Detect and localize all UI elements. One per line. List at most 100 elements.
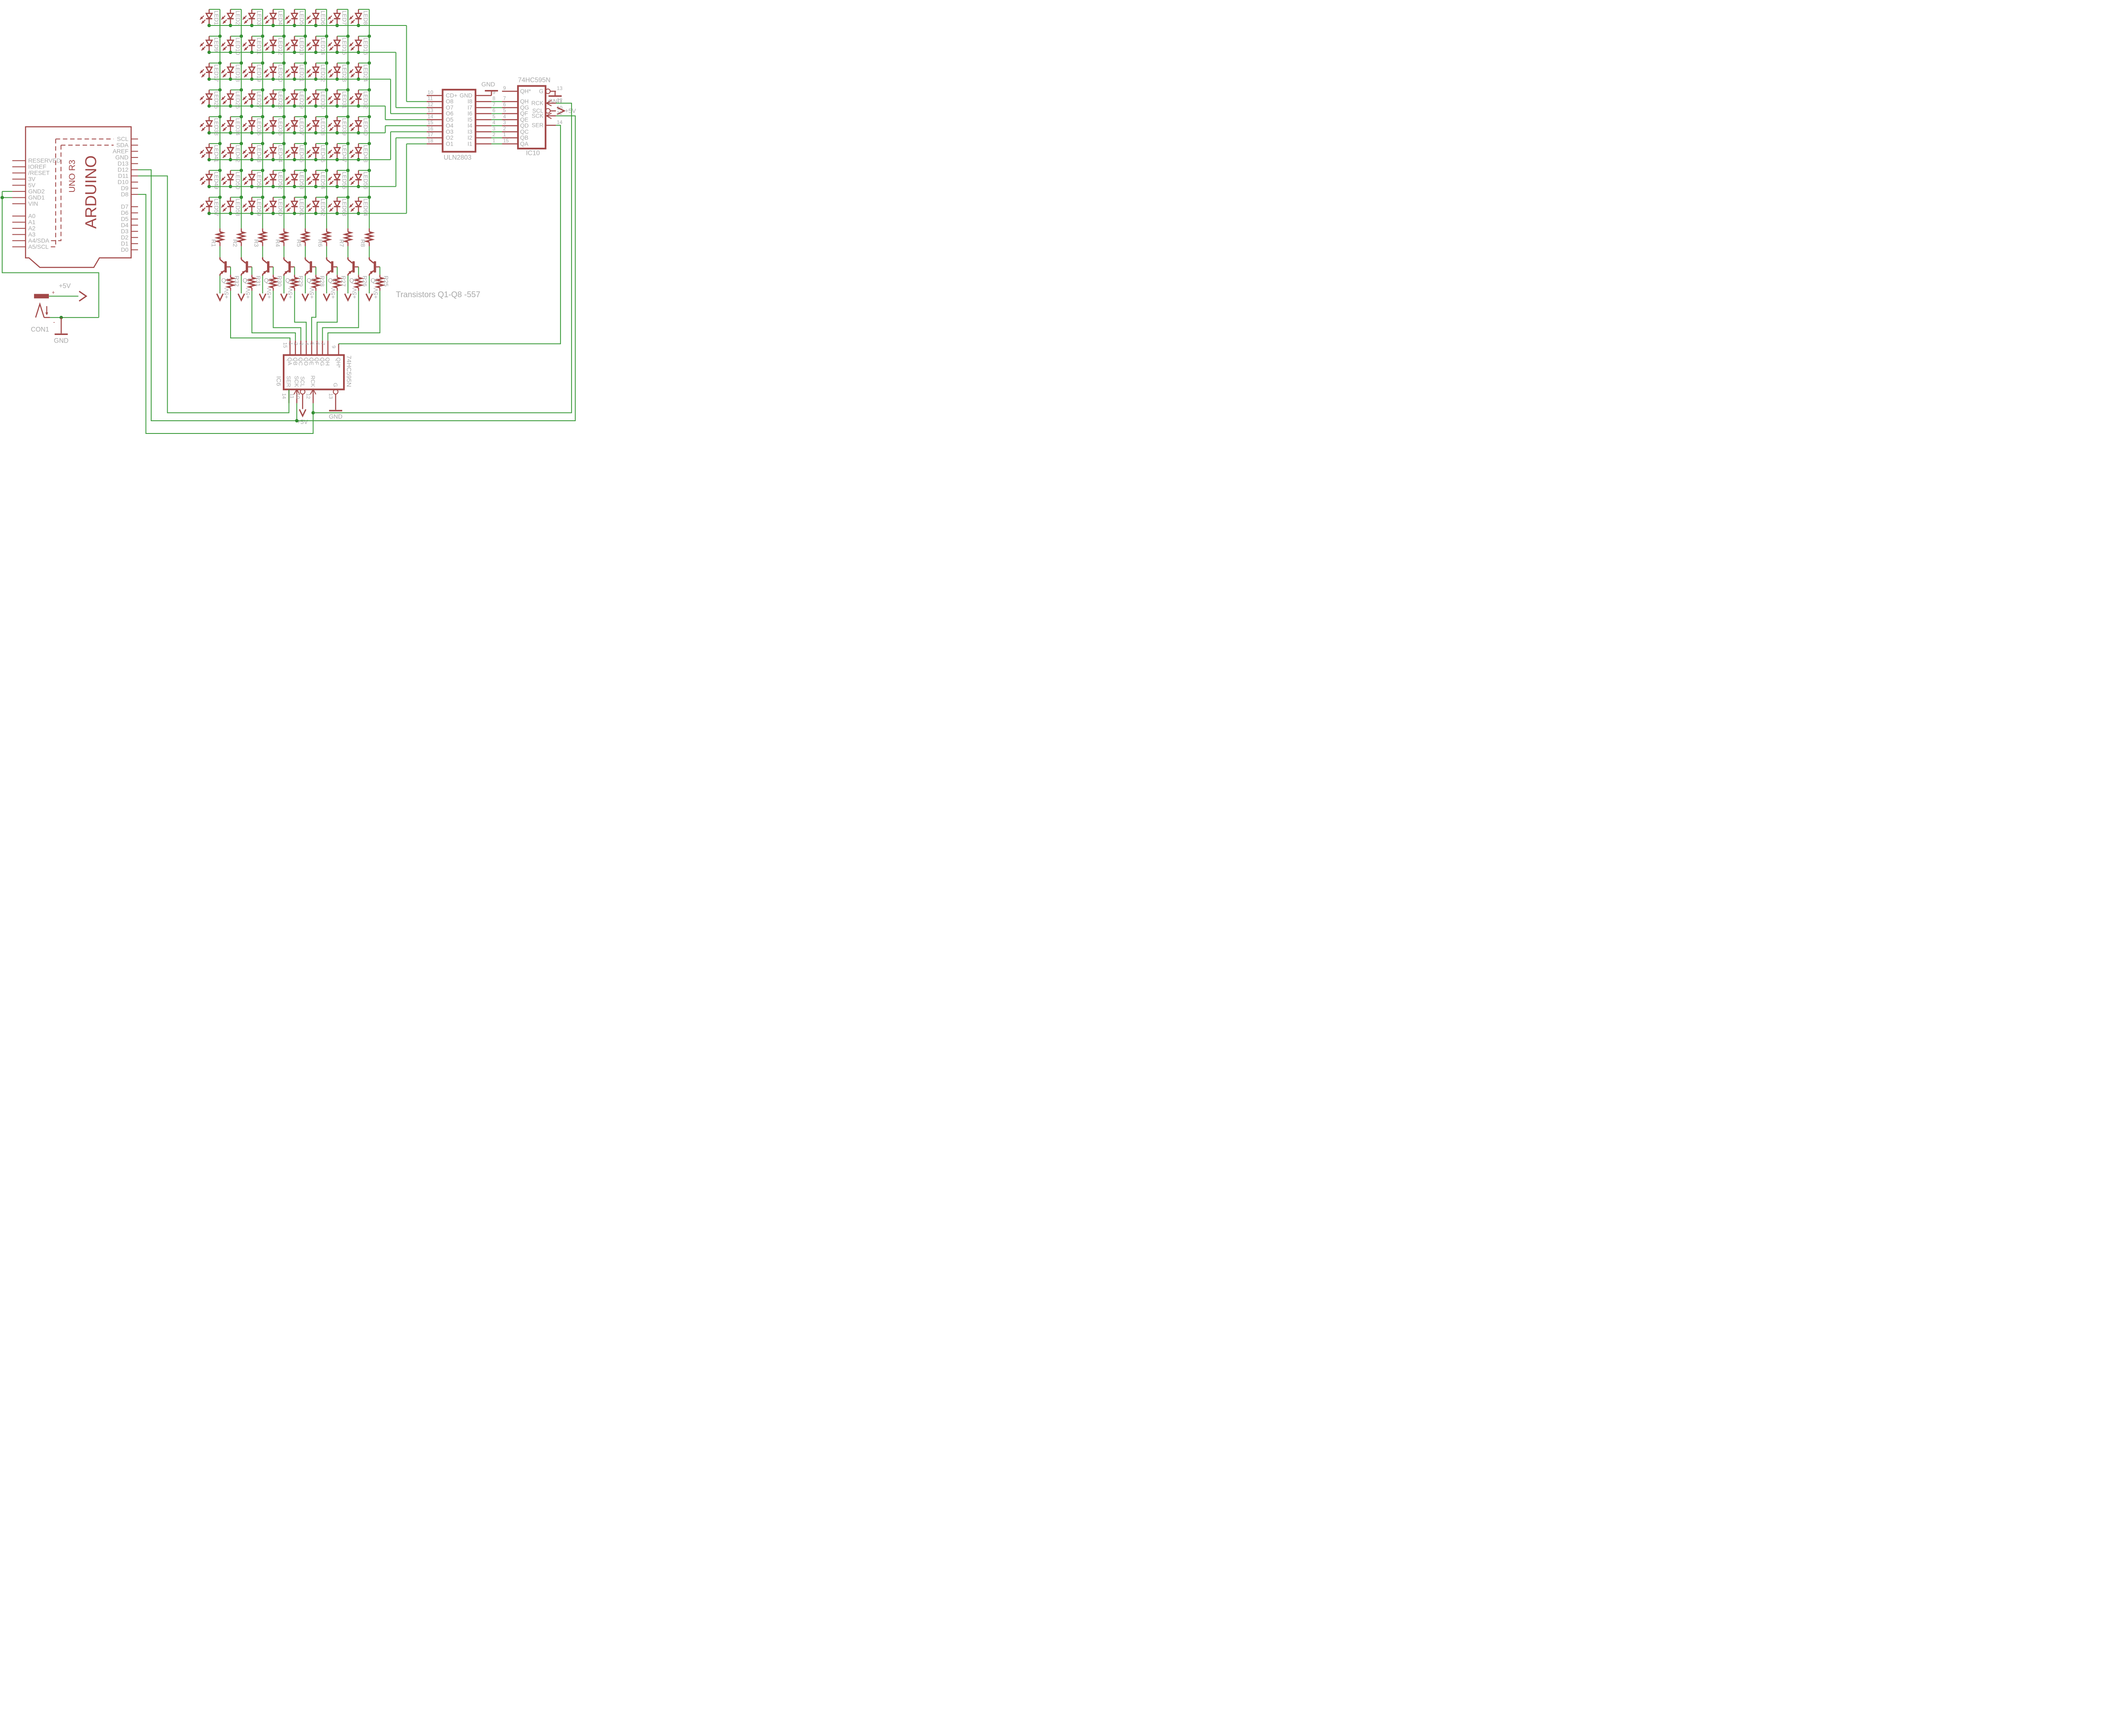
led-label-LED13: LED13 <box>298 37 305 55</box>
arduino-pin-label-D4: D4 <box>121 222 129 228</box>
ic10-pin-label-SER: SER <box>532 122 543 129</box>
uln-pin-label-I8: I8 <box>467 98 472 105</box>
resistor-label-R7: R7 <box>338 239 345 247</box>
base-to-ic6 <box>273 290 301 341</box>
arduino-pin-label-D6: D6 <box>121 209 129 216</box>
arduino-pin-label-GND: GND <box>115 154 129 160</box>
transistor-label-Q7: Q7 <box>349 277 357 284</box>
led-label-LED38: LED38 <box>320 118 326 135</box>
led-emission-arrowhead <box>244 101 248 104</box>
led-label-LED28: LED28 <box>277 91 284 109</box>
ic10-pin-number-11: 11 <box>557 110 562 116</box>
led-triangle-LED40 <box>354 120 363 127</box>
ic10-pin-number-6: 6 <box>503 101 506 107</box>
led-emission-arrowhead <box>287 20 290 24</box>
led-emission-arrowhead <box>287 208 290 212</box>
led-emission-arrowhead <box>285 204 289 208</box>
led-label-LED2: LED2 <box>234 11 241 25</box>
arduino-pin-label-D9: D9 <box>121 185 129 191</box>
resistor-label-R8: R8 <box>360 239 366 247</box>
led-emission-arrowhead <box>222 20 226 24</box>
ic6-plus5v-label: +5V <box>297 419 308 426</box>
uln-pin-label-O5: O5 <box>446 116 453 123</box>
plus5v-arrow-down <box>280 293 288 302</box>
chip-ic6 <box>283 354 345 391</box>
led-triangle-LED38 <box>312 120 320 127</box>
led-label-LED52: LED52 <box>277 172 284 189</box>
led-emission-arrowhead <box>200 177 203 181</box>
led-emission-arrowhead <box>265 47 269 51</box>
arduino-pin-label-D2: D2 <box>121 234 129 241</box>
led-emission-arrowhead <box>308 181 311 185</box>
ic6-pin-label-RCK: RCK <box>310 375 316 387</box>
led-triangle-LED58 <box>226 200 235 208</box>
led-triangle-LED5 <box>290 13 298 20</box>
resistor-R32 <box>225 277 237 289</box>
led-triangle-LED18 <box>226 66 235 74</box>
led-triangle-LED30 <box>312 93 320 101</box>
led-emission-arrowhead <box>222 101 226 104</box>
led-emission-arrowhead <box>200 204 203 208</box>
transistor-base-bar-Q2 <box>245 261 248 273</box>
led-emission-arrowhead <box>351 74 354 77</box>
led-emission-arrowhead <box>287 74 290 77</box>
transistor-collector <box>220 259 225 264</box>
junction-dot <box>207 51 211 54</box>
led-emission-arrowhead <box>349 70 352 73</box>
led-emission-arrowhead <box>351 208 354 212</box>
led-emission-arrowhead <box>201 74 205 77</box>
led-emission-arrowhead <box>221 124 225 127</box>
transistor-base-bar-Q8 <box>374 261 376 273</box>
led-label-LED11: LED11 <box>256 37 262 54</box>
led-emission-arrowhead <box>285 43 289 47</box>
uln-pin-number-5: 5 <box>493 113 496 119</box>
arduino-pin-label-A1: A1 <box>28 219 35 225</box>
led-triangle-LED37 <box>290 120 298 127</box>
led-label-LED20: LED20 <box>277 64 284 82</box>
ic10-pin-number-2: 2 <box>503 126 506 132</box>
ic6-pin-number-15: 15 <box>282 342 288 348</box>
led-emission-arrowhead <box>264 177 267 181</box>
resistor-label-R2: R2 <box>232 239 239 247</box>
led-label-LED42: LED42 <box>234 145 241 162</box>
led-emission-arrowhead <box>287 128 290 131</box>
led-label-LED25: LED25 <box>213 91 220 109</box>
led-label-LED62: LED62 <box>320 199 326 216</box>
transistor-emitter-arrow <box>370 270 374 274</box>
ic6-pin-number-12: 12 <box>305 393 311 399</box>
led-emission-arrowhead <box>329 128 333 131</box>
led-emission-arrowhead <box>307 124 310 127</box>
led-triangle-LED11 <box>248 39 256 47</box>
led-label-LED43: LED43 <box>256 145 262 162</box>
led-label-LED30: LED30 <box>320 91 326 109</box>
led-label-LED19: LED19 <box>256 64 262 82</box>
con1-gnd-label: GND <box>54 337 68 344</box>
arduino-pin-label-AREF: AREF <box>113 148 128 155</box>
led-emission-arrowhead <box>201 155 205 158</box>
resistor-R5 <box>299 231 311 243</box>
led-emission-arrowhead <box>285 150 289 154</box>
ic6-pin-number-14: 14 <box>281 393 287 399</box>
schematic-canvas: RESERVEDIOREF/RESET3V5VGND2GND1VINA0A1A2… <box>0 8 576 434</box>
uln-pin-label-O4: O4 <box>446 123 453 129</box>
led-label-LED7: LED7 <box>341 11 347 25</box>
led-triangle-LED50 <box>226 174 235 181</box>
arduino-pin-label-A3: A3 <box>28 231 35 238</box>
plus5v-arrow-right <box>557 107 566 115</box>
led-triangle-LED49 <box>205 174 213 181</box>
led-emission-arrowhead <box>244 208 248 212</box>
resistor-label-R1: R1 <box>211 239 217 247</box>
led-triangle-LED3 <box>248 13 256 20</box>
plus5v-arrow-down <box>237 293 245 302</box>
led-triangle-LED44 <box>269 147 277 154</box>
transistor-emitter-arrow <box>327 270 331 274</box>
led-emission-arrowhead <box>349 177 352 181</box>
led-triangle-LED20 <box>269 66 277 74</box>
led-emission-arrowhead <box>351 101 354 104</box>
ic10-pin-number-7: 7 <box>503 96 506 101</box>
base-to-ic6 <box>294 290 307 341</box>
con1-spring <box>35 302 45 318</box>
led-emission-arrowhead <box>328 204 331 208</box>
led-triangle-LED29 <box>290 93 298 101</box>
ic6-pin-number-11: 11 <box>289 393 295 399</box>
